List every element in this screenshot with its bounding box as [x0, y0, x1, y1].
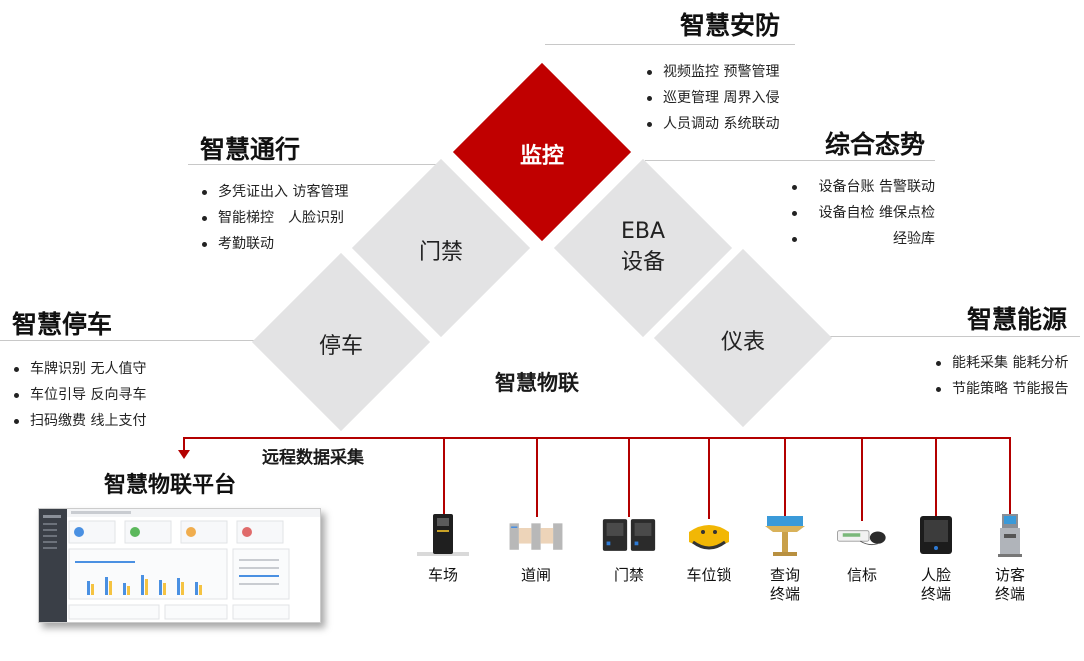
device-access: 门禁 [594, 512, 664, 585]
parking-lock-icon [681, 512, 737, 558]
device-connector [1009, 437, 1011, 517]
meter-label: 仪表 [720, 330, 765, 355]
traffic-title: 智慧通行 [200, 135, 301, 164]
device-connector [443, 437, 445, 515]
parking-list: 车牌识别 无人值守 车位引导 反向寻车 扫码缴费 线上支付 [12, 356, 146, 434]
platform-connector [183, 437, 185, 453]
device-gate: 道闸 [501, 512, 571, 585]
device-label: 车位锁 [686, 566, 732, 584]
security-item: 巡更管理 周界入侵 [645, 85, 779, 111]
device-parking-lock: 车位锁 [674, 512, 744, 585]
traffic-item: 智能梯控 人脸识别 [200, 205, 348, 231]
energy-list: 能耗采集 能耗分析 节能策略 节能报告 [934, 350, 1068, 402]
security-divider [545, 44, 795, 45]
device-connector [536, 437, 538, 517]
energy-item: 节能策略 节能报告 [934, 376, 1068, 402]
parking-terminal-icon [415, 512, 471, 558]
eba-label-line2: 设备 [620, 250, 665, 275]
energy-item: 能耗采集 能耗分析 [934, 350, 1068, 376]
eba-label: EBA 设备 [563, 216, 723, 278]
situation-divider [645, 160, 935, 161]
security-item: 人员调动 系统联动 [645, 111, 779, 137]
traffic-item: 考勤联动 [200, 231, 348, 257]
situation-item: 设备自检 维保点检 [790, 200, 935, 226]
device-connector [935, 437, 937, 517]
device-connector [861, 437, 863, 521]
parking-item: 车牌识别 无人值守 [12, 356, 146, 382]
parking-label: 停车 [318, 334, 363, 359]
dashboard-thumbnail [39, 509, 320, 622]
device-label: 访客 终端 [994, 566, 1025, 603]
traffic-divider [188, 164, 438, 165]
access-control-panel-icon [601, 512, 657, 558]
device-connector [708, 437, 710, 519]
arrow-down-icon [178, 450, 190, 459]
device-connector [784, 437, 786, 517]
query-kiosk-icon [757, 512, 813, 558]
parking-title: 智慧停车 [12, 310, 113, 339]
security-list: 视频监控 预警管理 巡更管理 周界入侵 人员调动 系统联动 [645, 59, 779, 137]
device-query-terminal: 查询 终端 [750, 512, 820, 604]
situation-item: 设备台账 告警联动 [790, 174, 935, 200]
device-beacon: 信标 [827, 512, 897, 585]
eba-label-line1: EBA [620, 219, 666, 244]
access-label: 门禁 [418, 240, 463, 265]
device-face-terminal: 人脸 终端 [901, 512, 971, 604]
remote-label: 远程数据采集 [262, 448, 364, 468]
device-label: 信标 [846, 566, 877, 584]
turnstile-gate-icon [508, 512, 564, 558]
bus-line [183, 437, 1011, 439]
situation-title: 综合态势 [825, 130, 926, 159]
energy-divider [830, 336, 1080, 337]
traffic-item: 多凭证出入 访客管理 [200, 179, 348, 205]
device-connector [628, 437, 630, 517]
monitor-label: 监控 [519, 144, 564, 169]
device-label: 道闸 [520, 566, 551, 584]
platform-screenshot [38, 508, 321, 623]
device-label: 查询 终端 [769, 566, 800, 603]
device-parking: 车场 [408, 512, 478, 585]
device-label: 门禁 [613, 566, 644, 584]
situation-item: 经验库 [790, 226, 935, 252]
platform-title: 智慧物联平台 [104, 473, 237, 498]
parking-divider [0, 340, 255, 341]
beacon-icon [834, 512, 890, 558]
center-label: 智慧物联 [495, 371, 579, 395]
device-label: 车场 [427, 566, 458, 584]
security-title: 智慧安防 [680, 11, 781, 40]
device-label: 人脸 终端 [920, 566, 951, 603]
traffic-list: 多凭证出入 访客管理 智能梯控 人脸识别 考勤联动 [200, 179, 348, 257]
face-terminal-icon [908, 512, 964, 558]
parking-item: 扫码缴费 线上支付 [12, 408, 146, 434]
parking-item: 车位引导 反向寻车 [12, 382, 146, 408]
visitor-kiosk-icon [982, 512, 1038, 558]
energy-title: 智慧能源 [967, 305, 1068, 334]
security-item: 视频监控 预警管理 [645, 59, 779, 85]
situation-list: 设备台账 告警联动 设备自检 维保点检 经验库 [790, 174, 935, 252]
device-visitor-terminal: 访客 终端 [975, 512, 1045, 604]
